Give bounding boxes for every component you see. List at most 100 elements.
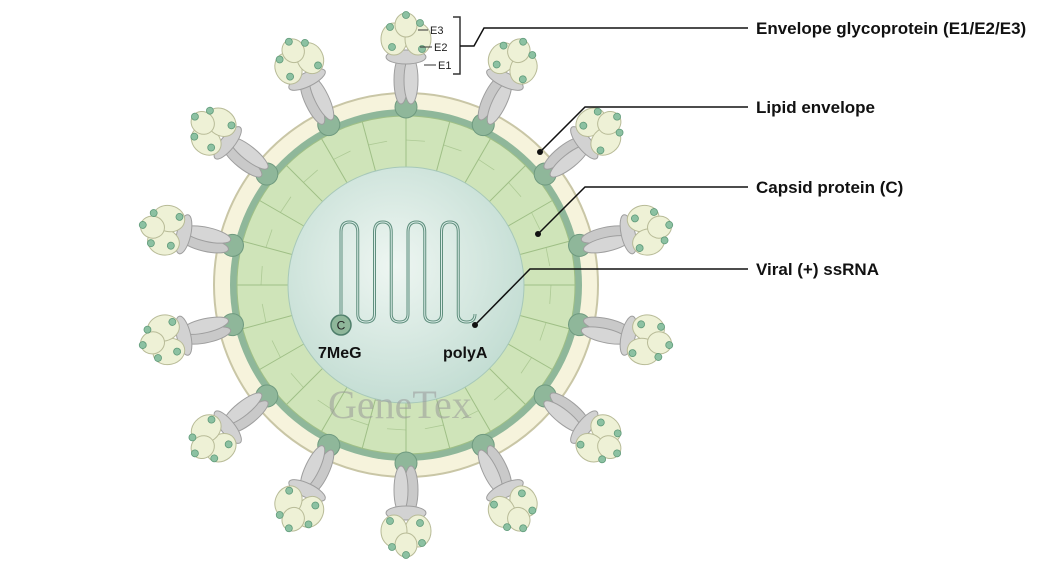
glycoprotein-spike [380, 451, 432, 559]
glycan-dot [579, 121, 588, 130]
glycoprotein-spike [471, 37, 538, 137]
capsid-divider [494, 387, 509, 401]
polya-label: polyA [443, 345, 488, 362]
capsid-divider [260, 266, 263, 286]
glycan-dot [650, 208, 658, 216]
spike-collar [486, 479, 524, 502]
watermark: GeneTex [328, 382, 472, 427]
subunit-bracket [453, 16, 461, 75]
callout-line-glycoprotein [460, 27, 748, 47]
glycan-dot [191, 449, 199, 458]
spike-collar [570, 126, 599, 160]
callout-dot-capsid [535, 231, 541, 237]
glycan-dot [598, 455, 607, 464]
subunit-labels: E3 E2 E1 [418, 16, 461, 75]
viral-rna: C 7MeG polyA [318, 220, 488, 362]
glycan-dot [593, 107, 602, 116]
callout-line-capsid [537, 186, 748, 235]
glycan-dot [138, 341, 147, 349]
capsid-divider [286, 368, 323, 405]
spike-collar [213, 126, 242, 160]
glycan-dot [402, 551, 410, 559]
capsid-divider [387, 428, 407, 431]
callout-line-lipid [539, 106, 748, 153]
capsid-divider [303, 169, 318, 183]
glycoprotein-spike [568, 313, 674, 366]
glycan-dot [311, 501, 320, 510]
spike-collar [213, 410, 242, 444]
glycan-dot [490, 500, 498, 509]
glycan-dot [596, 146, 605, 155]
glycoprotein-spike [533, 107, 624, 186]
capsid-divider [461, 410, 479, 420]
glycoprotein-spike [138, 313, 244, 366]
glycan-dot [613, 449, 621, 458]
glycan-dot [304, 520, 313, 529]
glycan-dot [386, 517, 394, 525]
glycan-dot [286, 72, 295, 81]
glycan-dot [402, 11, 410, 19]
capsid-divider [350, 418, 369, 426]
capsid-divider [464, 138, 491, 184]
glycan-dot [205, 106, 214, 115]
glycan-dot [138, 221, 147, 229]
capsid-divider [361, 398, 376, 449]
glycan-dot [613, 429, 622, 438]
capsid-divider [424, 424, 444, 430]
core [287, 166, 525, 404]
glycan-dot [285, 486, 294, 495]
capsid-segments [237, 116, 575, 454]
glycan-dot [492, 60, 501, 69]
glycan-dot [207, 415, 216, 424]
label-capsid: Capsid protein (C) [756, 178, 903, 197]
glycoprotein-spike [138, 204, 244, 257]
subunit-e3: E3 [430, 25, 443, 37]
cap-label: 7MeG [318, 345, 362, 362]
glycan-dot [388, 543, 396, 551]
capsid-divider [265, 229, 273, 248]
glycan-dot [175, 212, 184, 221]
glycoprotein-spike [568, 204, 674, 257]
glycan-dot [499, 41, 508, 50]
callout-dot-lipid [537, 149, 543, 155]
spike-collar [288, 68, 326, 91]
capsid-divider [290, 373, 304, 388]
label-rna: Viral (+) ssRNA [756, 260, 879, 279]
glycan-dot [628, 349, 637, 358]
glycan-dot [284, 37, 293, 46]
subunit-e2: E2 [434, 42, 447, 54]
glycan-dot [386, 23, 394, 31]
glycan-dot [154, 354, 162, 362]
glycan-dot [188, 433, 197, 442]
glycan-dot [388, 43, 396, 51]
glycan-dot [143, 325, 152, 334]
capsid-divider [259, 200, 305, 227]
callout-line-rna [474, 268, 748, 326]
capsid-divider [549, 284, 552, 304]
cap-letter: C [337, 319, 346, 333]
spike-collar [570, 410, 599, 444]
glycoprotein-spike [274, 37, 341, 137]
glycan-dot [166, 241, 175, 250]
glycan-dot [654, 353, 663, 361]
capsid-divider [464, 386, 491, 432]
capsid-divider [361, 121, 376, 172]
label-lipid: Lipid envelope [756, 98, 875, 117]
glycan-dot [635, 244, 644, 252]
spike-collar [288, 479, 326, 502]
glycoprotein-spike [190, 106, 279, 186]
capsid-divider [317, 399, 334, 411]
glycan-dot [517, 489, 526, 498]
glycan-dot [613, 112, 621, 121]
glycan-dot [190, 132, 199, 141]
glycoprotein-spike [274, 433, 341, 533]
glycan-dot [615, 128, 624, 137]
glycan-dot [657, 322, 665, 331]
capsid-divider [443, 144, 462, 152]
capsid-divider [321, 386, 348, 432]
capsid-divider [478, 159, 495, 171]
glycan-dot [660, 236, 669, 245]
glycan-dot [665, 341, 674, 349]
glycan-dot [173, 347, 181, 356]
